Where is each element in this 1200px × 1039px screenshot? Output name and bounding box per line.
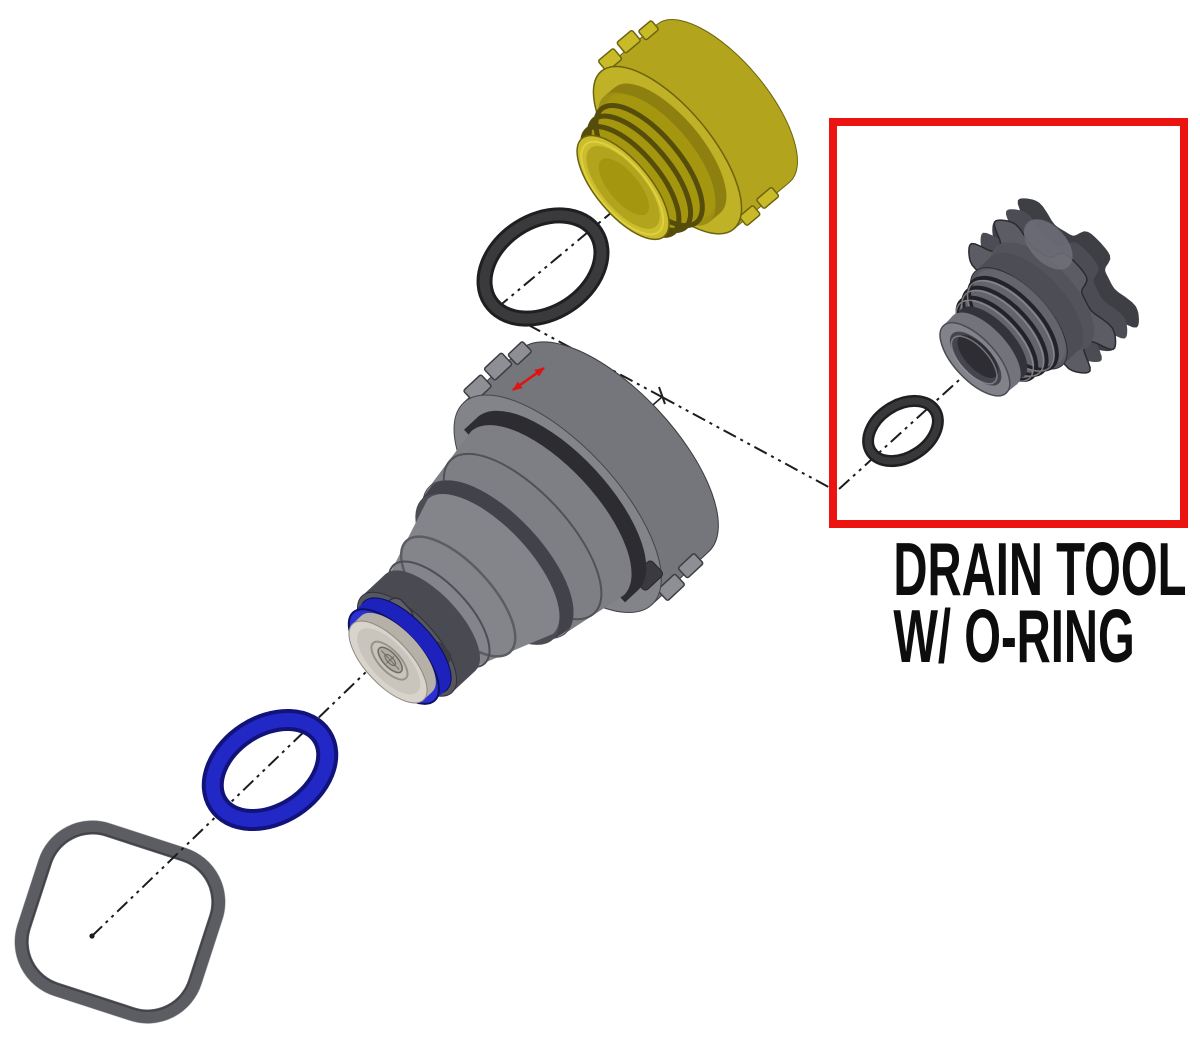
- rotation-direction-arrow: [512, 366, 545, 392]
- centerline-cap-axis: [496, 181, 649, 309]
- drain-gasket: [14, 820, 226, 1024]
- loose-blue-o-ring: [201, 708, 339, 832]
- centerline-junction-to-box: [661, 396, 837, 492]
- drain-plug: [576, 19, 798, 241]
- callout-label: DRAIN TOOL W/ O-RING: [826, 527, 1190, 678]
- callout-line-1: DRAIN TOOL: [893, 527, 1187, 611]
- drain-tool: [939, 198, 1139, 397]
- callout-line-2: W/ O-RING: [893, 594, 1135, 678]
- plug-knurl-ribs: [597, 20, 780, 226]
- drain-tool-o-ring: [862, 394, 944, 468]
- drain-valve-body: [347, 341, 719, 705]
- body-valve-tip: [348, 612, 436, 704]
- highlight-box: [829, 118, 1188, 528]
- body-knurl-ribs: [463, 341, 704, 601]
- centerline-tool-axis: [838, 360, 981, 490]
- drain-plug-o-ring: [476, 207, 610, 327]
- centerline-endpoint-dot: [89, 933, 95, 939]
- centerlines: [91, 181, 981, 937]
- centerline-main-axis: [91, 671, 367, 937]
- junction-tick: [658, 386, 666, 405]
